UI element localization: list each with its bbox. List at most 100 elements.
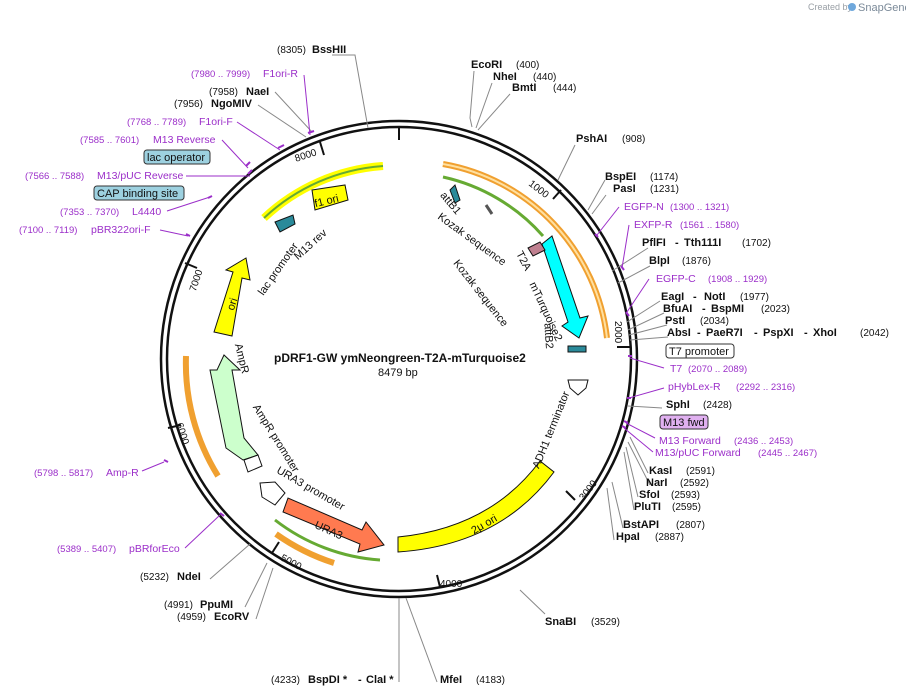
adh1-terminator-feature[interactable] — [567, 379, 589, 396]
lac-promoter-label: lac promoter — [256, 241, 301, 298]
primer-pos-f1ori-f: (7768 .. 7789) — [127, 117, 186, 128]
ori-feature[interactable] — [213, 257, 251, 337]
enzyme-sfoi[interactable]: SfoI — [639, 489, 660, 501]
lac-operator-box[interactable]: lac operator — [143, 149, 211, 165]
tick-label-4000: 4000 — [440, 579, 463, 590]
svg-text:-: - — [754, 327, 758, 339]
primer-l4440[interactable]: L4440 — [132, 206, 161, 218]
primer-pos-egfp-n: (1300 .. 1321) — [670, 202, 729, 213]
enzyme-pluti[interactable]: PluTI — [634, 501, 661, 513]
svg-text:-: - — [675, 237, 679, 249]
enzyme-kasi[interactable]: KasI — [649, 465, 672, 477]
kozak-label-2: Kozak sequence — [451, 258, 511, 329]
enzyme-nari[interactable]: NarI — [646, 477, 667, 489]
enzyme-snabi[interactable]: SnaBI — [545, 616, 576, 628]
snapgene-logo-icon — [848, 3, 856, 11]
enzyme-pos-ecori: (400) — [516, 60, 539, 71]
enzyme-hpai[interactable]: HpaI — [616, 531, 640, 543]
attb1-feature[interactable] — [449, 184, 461, 204]
primer-pos-m13puc-forward: (2445 .. 2467) — [758, 448, 817, 459]
primer-exfp-r[interactable]: EXFP-R — [634, 219, 673, 231]
enzyme-ecorv[interactable]: EcoRV — [214, 611, 250, 623]
primer-m13puc-reverse[interactable]: M13/pUC Reverse — [97, 170, 184, 182]
primer-leader-lines — [141, 74, 665, 549]
t2a-feature[interactable] — [527, 241, 546, 257]
enzyme-pos-pluti: (2595) — [672, 502, 701, 513]
enzyme-ecori[interactable]: EcoRI — [471, 59, 502, 71]
primer-pbr322ori-f[interactable]: pBR322ori-F — [91, 224, 151, 236]
enzyme-bsshii[interactable]: BssHII — [312, 44, 346, 56]
enzyme-bspmi[interactable]: BspMI — [711, 303, 744, 315]
lac-operator-label: lac operator — [147, 152, 205, 164]
m13-rev-label: M13 rev — [292, 227, 330, 263]
attb2-feature[interactable] — [567, 345, 587, 353]
enzyme-ndei[interactable]: NdeI — [177, 571, 201, 583]
enzyme-paer7i[interactable]: PaeR7I — [706, 327, 743, 339]
primer-m13-forward[interactable]: M13 Forward — [659, 435, 721, 447]
primer-egfp-n[interactable]: EGFP-N — [624, 201, 664, 213]
primer-pos-phyblex-r: (2292 .. 2316) — [736, 382, 795, 393]
primer-marks — [163, 130, 632, 517]
enzyme-sphi[interactable]: SphI — [666, 399, 690, 411]
m13-fwd-box[interactable]: M13 fwd — [659, 414, 709, 430]
enzyme-pos-pflfi: (1702) — [742, 238, 771, 249]
mturquoise2-feature[interactable] — [541, 235, 589, 339]
enzyme-ppumi[interactable]: PpuMI — [200, 599, 233, 611]
primer-pos-amp-r: (5798 .. 5817) — [34, 468, 93, 479]
enzyme-absi[interactable]: AbsI — [667, 327, 691, 339]
ura3-promoter-feature[interactable] — [259, 481, 286, 506]
primer-m13-reverse[interactable]: M13 Reverse — [153, 134, 216, 146]
kozak-feature-1[interactable] — [484, 204, 494, 215]
enzyme-mfei[interactable]: MfeI — [440, 674, 462, 686]
ampr-promoter-feature[interactable] — [243, 454, 263, 473]
enzyme-bfuai[interactable]: BfuAI — [663, 303, 692, 315]
t7-promoter-box[interactable]: T7 promoter — [665, 343, 735, 359]
enzyme-pos-ppumi: (4991) — [164, 600, 193, 611]
primer-amp-r[interactable]: Amp-R — [106, 467, 139, 479]
primer-pos-egfp-c: (1908 .. 1929) — [708, 274, 767, 285]
enzyme-bspdi[interactable]: BspDI * — [308, 674, 348, 686]
enzyme-clai[interactable]: ClaI * — [366, 674, 394, 686]
cap-binding-site-box[interactable]: CAP binding site — [93, 185, 185, 201]
primer-pbrforeco[interactable]: pBRforEco — [129, 543, 180, 555]
primer-egfp-c[interactable]: EGFP-C — [656, 273, 696, 285]
enzyme-tth111i[interactable]: Tth111I — [684, 237, 721, 249]
tick-marks — [167, 127, 630, 588]
enzyme-pspxi[interactable]: PspXI — [763, 327, 794, 339]
primer-pos-pbrforeco: (5389 .. 5407) — [57, 544, 116, 555]
enzyme-psti[interactable]: PstI — [665, 315, 685, 327]
f1-ori-feature[interactable] — [311, 184, 349, 211]
m13-fwd-label: M13 fwd — [663, 417, 705, 429]
enzyme-pos-absi: (2042) — [860, 328, 889, 339]
t7-promoter-label: T7 promoter — [669, 346, 729, 358]
enzyme-ngomiv[interactable]: NgoMIV — [211, 98, 253, 110]
enzyme-bmti[interactable]: BmtI — [512, 82, 536, 94]
enzyme-pshai[interactable]: PshAI — [576, 133, 607, 145]
enzyme-blpi[interactable]: BlpI — [649, 255, 670, 267]
enzyme-pos-bstapi: (2807) — [676, 520, 705, 531]
leader-lines — [209, 54, 669, 683]
ura3-feature[interactable] — [282, 497, 385, 553]
enzyme-noti[interactable]: NotI — [704, 291, 725, 303]
two-micron-ori-feature[interactable] — [397, 460, 555, 553]
primer-pos-f1ori-r: (7980 .. 7999) — [191, 69, 250, 80]
primer-phyblex-r[interactable]: pHybLex-R — [668, 381, 721, 393]
enzyme-nhei[interactable]: NheI — [493, 71, 517, 83]
enzyme-pflfi[interactable]: PflFI — [642, 237, 666, 249]
enzyme-pasi[interactable]: PasI — [613, 183, 636, 195]
primer-f1ori-f[interactable]: F1ori-F — [199, 116, 233, 128]
primer-pos-t7: (2070 .. 2089) — [688, 364, 747, 375]
enzyme-pos-bsshii: (8305) — [277, 45, 306, 56]
primer-m13puc-forward[interactable]: M13/pUC Forward — [655, 447, 741, 459]
primer-t7[interactable]: T7 — [670, 363, 682, 375]
primer-f1ori-r[interactable]: F1ori-R — [263, 68, 298, 80]
enzyme-bspei[interactable]: BspEI — [605, 171, 636, 183]
svg-text:-: - — [804, 327, 808, 339]
m13-rev-feature[interactable] — [274, 214, 296, 233]
enzyme-xhoi[interactable]: XhoI — [813, 327, 837, 339]
enzyme-pos-naei: (7958) — [209, 87, 238, 98]
enzyme-eagi[interactable]: EagI — [661, 291, 684, 303]
enzyme-bstapi[interactable]: BstAPI — [623, 519, 659, 531]
enzyme-pos-sphi: (2428) — [703, 400, 732, 411]
enzyme-naei[interactable]: NaeI — [246, 86, 269, 98]
